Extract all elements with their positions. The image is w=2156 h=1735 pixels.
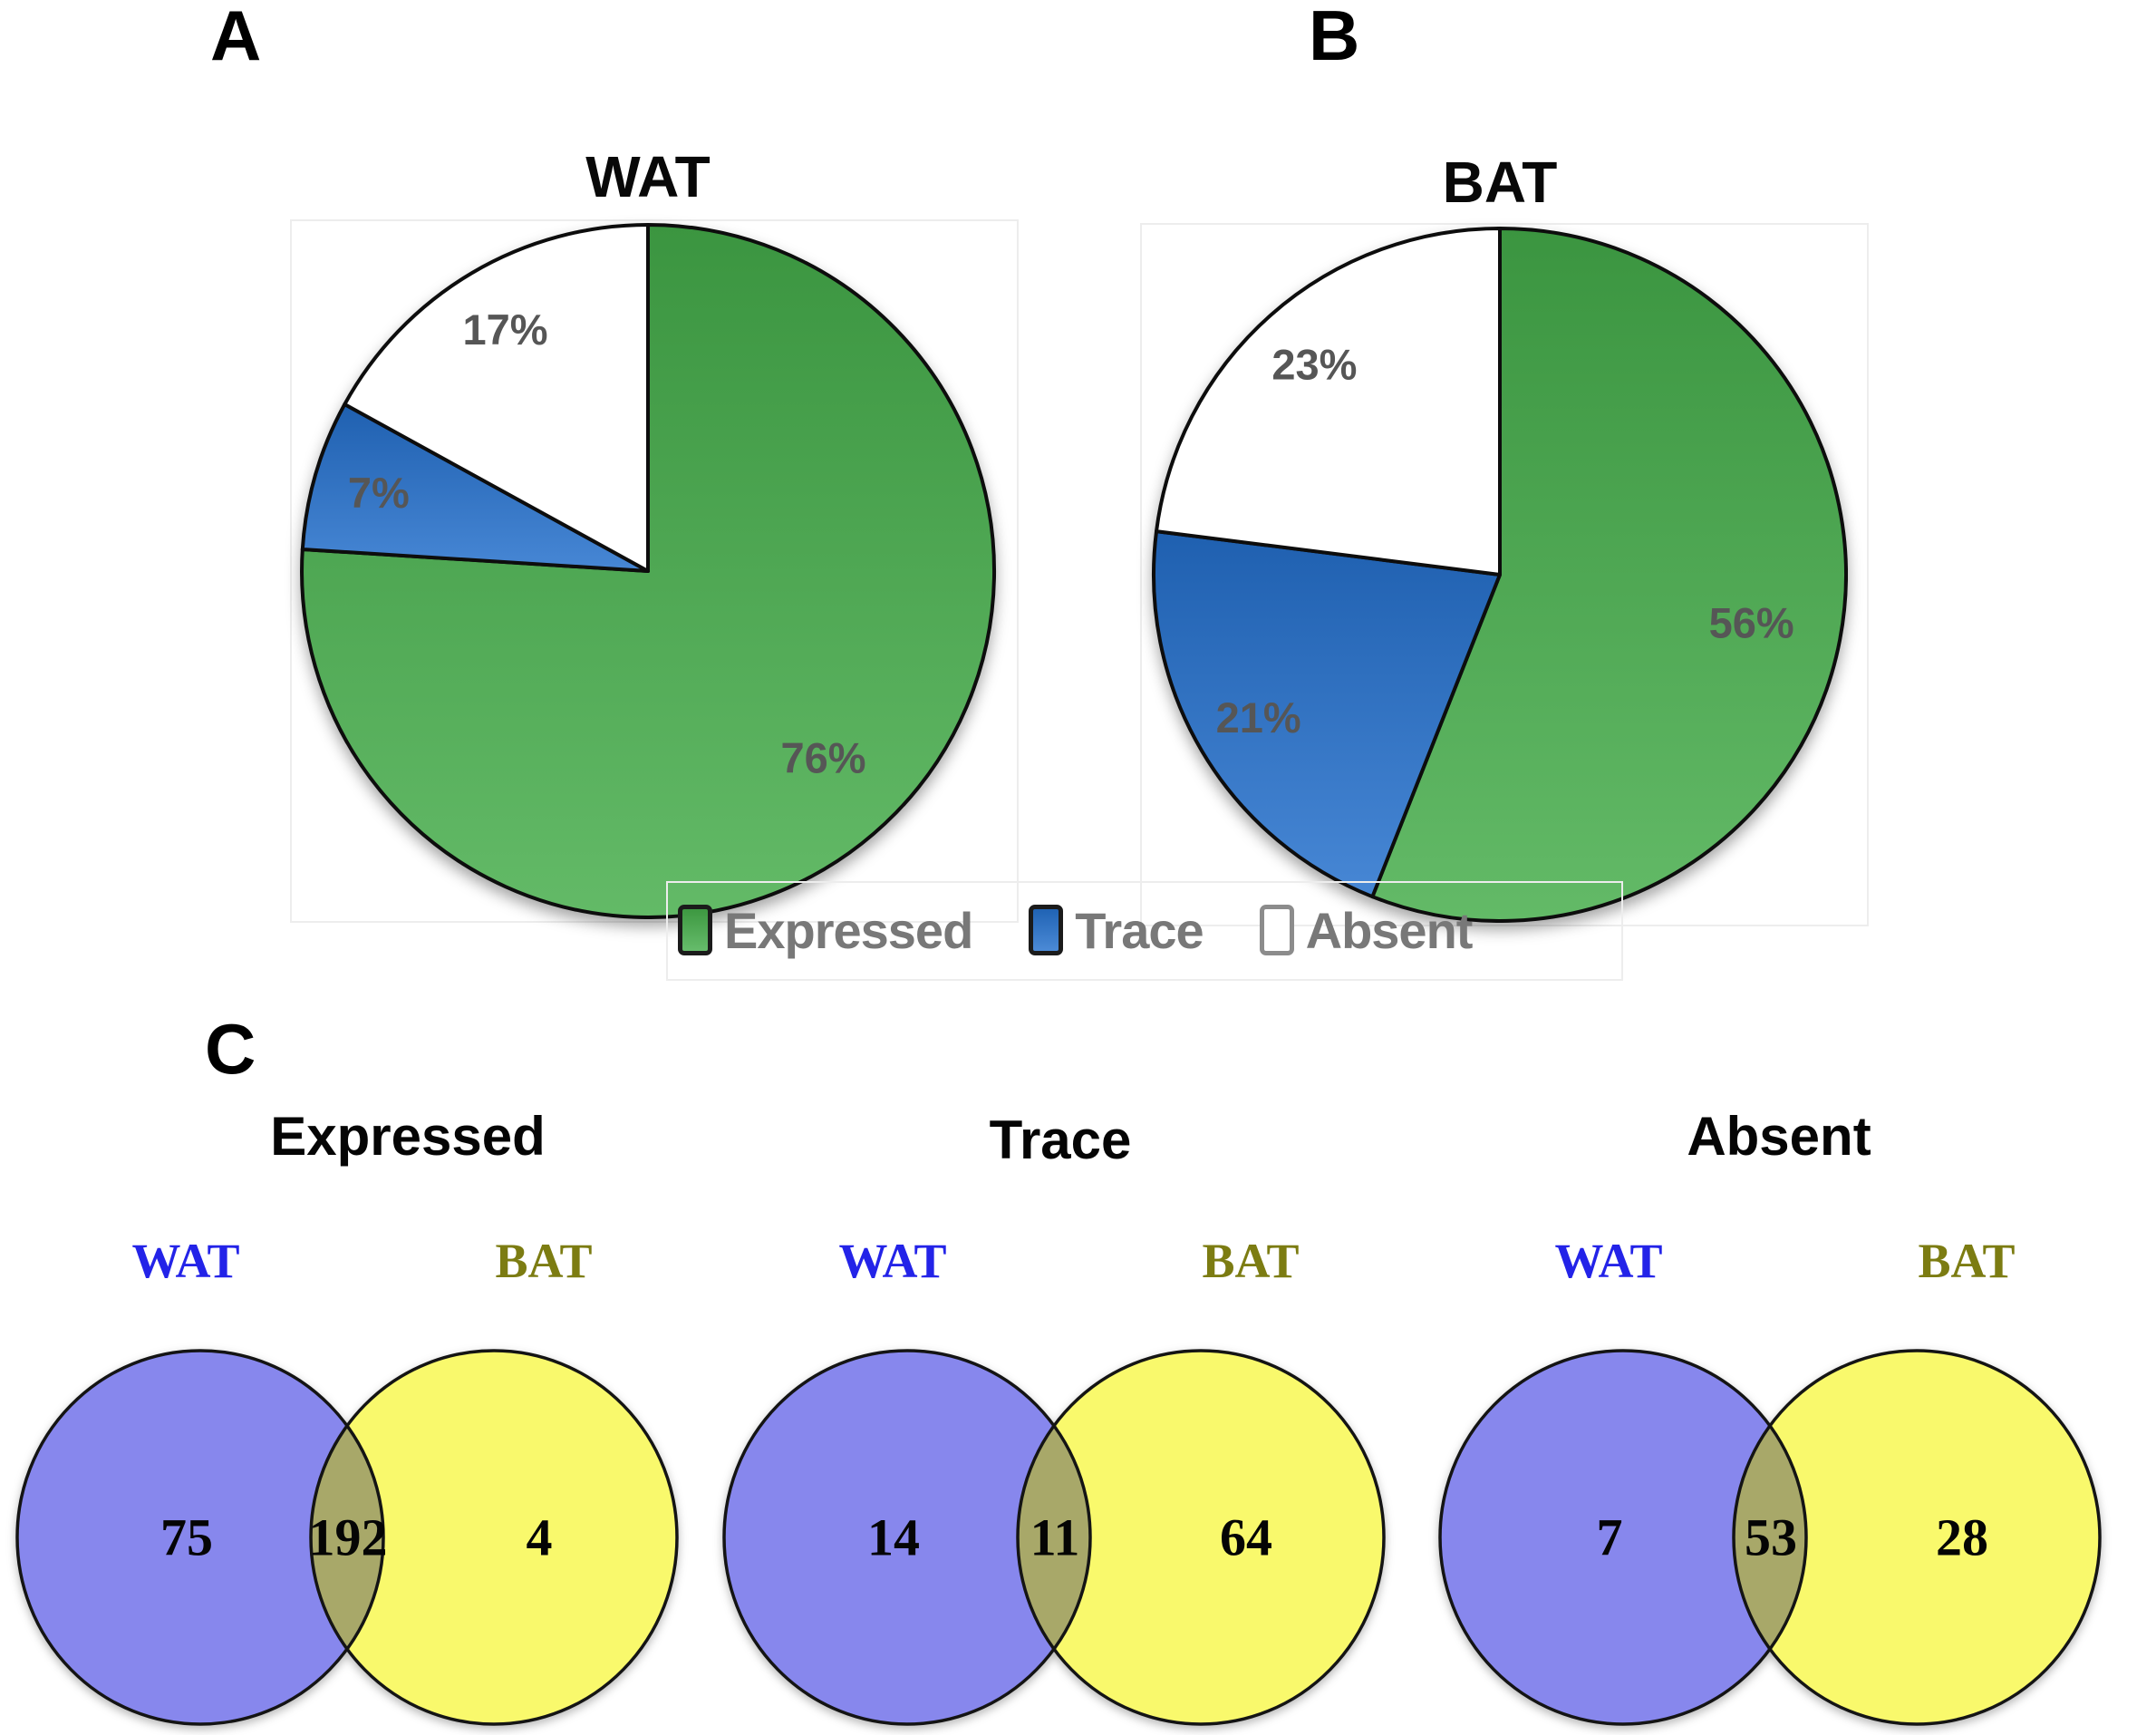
venn-absent-bat-label: BAT (1918, 1234, 2016, 1288)
wat-only-count: 14 (867, 1508, 920, 1567)
legend-swatch-absent (1259, 905, 1294, 955)
venn-title-absent: Absent (1687, 1106, 1871, 1167)
pie-chart-wat: 76% 7% 17% (300, 223, 997, 919)
legend-item-expressed: Expressed (678, 901, 973, 960)
venn-absent: WAT BAT 7 53 28 (1423, 1233, 2156, 1735)
bat-only-count: 64 (1220, 1508, 1272, 1567)
pie-wat-title: WAT (585, 144, 711, 209)
legend: Expressed Trace Absent (678, 892, 1474, 968)
legend-label-absent: Absent (1305, 901, 1474, 959)
overlap-count: 192 (309, 1508, 388, 1567)
legend-item-trace: Trace (1029, 901, 1204, 960)
legend-swatch-expressed (678, 905, 712, 955)
venn-expressed-bat-label: BAT (495, 1234, 593, 1288)
svg-text:17%: 17% (462, 305, 547, 354)
panel-c-label: C (205, 1009, 256, 1089)
venn-absent-chart: 7 53 28 (1438, 1349, 2102, 1726)
venn-trace-wat-label: WAT (838, 1234, 947, 1288)
venn-trace-bat-label: BAT (1202, 1234, 1300, 1288)
svg-text:56%: 56% (1709, 599, 1794, 647)
wat-only-count: 75 (160, 1508, 213, 1567)
panel-a-label: A (210, 0, 262, 75)
venn-absent-wat-label: WAT (1554, 1234, 1663, 1288)
overlap-count: 53 (1745, 1508, 1797, 1567)
bat-only-count: 4 (527, 1508, 553, 1567)
bat-only-count: 28 (1936, 1508, 1988, 1567)
venn-title-expressed: Expressed (270, 1106, 546, 1167)
panel-b-label: B (1309, 0, 1360, 75)
overlap-count: 11 (1030, 1508, 1080, 1567)
svg-text:7%: 7% (348, 469, 410, 517)
plot-frame-a (290, 219, 1019, 923)
svg-text:23%: 23% (1271, 340, 1357, 388)
venn-trace-chart: 14 11 64 (722, 1349, 1386, 1726)
legend-swatch-trace (1029, 905, 1064, 955)
pie-chart-bat: 56% 21% 23% (1151, 227, 1848, 923)
svg-text:76%: 76% (780, 734, 865, 782)
plot-frame-b (1140, 223, 1869, 926)
venn-expressed-wat-label: WAT (131, 1234, 240, 1288)
legend-label-expressed: Expressed (724, 901, 973, 959)
pie-bat-title: BAT (1442, 150, 1558, 215)
venn-expressed: WAT BAT 75 192 4 (0, 1233, 770, 1735)
legend-item-absent: Absent (1259, 901, 1474, 960)
legend-frame (666, 881, 1623, 981)
wat-only-count: 7 (1597, 1508, 1623, 1567)
venn-trace: WAT BAT 14 11 64 (707, 1233, 1477, 1735)
venn-expressed-chart: 75 192 4 (15, 1349, 679, 1726)
venn-title-trace: Trace (989, 1110, 1132, 1170)
svg-text:21%: 21% (1216, 693, 1301, 741)
legend-label-trace: Trace (1075, 901, 1204, 959)
